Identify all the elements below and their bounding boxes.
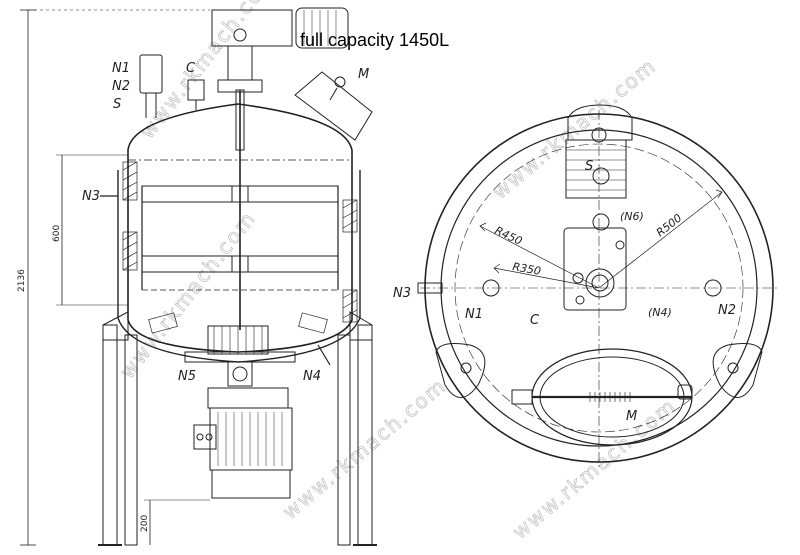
top-label-r350: R350 — [511, 260, 541, 278]
side-label-n2: N2 — [112, 79, 130, 94]
top-label-n4: (N4) — [648, 306, 672, 319]
bottom-motor — [209, 407, 293, 471]
side-label-m: M — [358, 67, 369, 82]
top-mount-flange — [217, 79, 263, 93]
top-view-n3-nozzle — [417, 282, 443, 294]
top-label-r500: R500 — [654, 211, 685, 239]
top-label-r450: R450 — [493, 224, 524, 248]
vessel-shell — [127, 103, 353, 353]
side-label-n5: N5 — [178, 369, 196, 384]
side-label-c: C — [186, 61, 196, 76]
n1-nozzle — [482, 279, 500, 297]
top-label-n2: N2 — [718, 303, 736, 318]
side-label-n1: N1 — [112, 61, 130, 76]
manhole-handwheel — [334, 76, 346, 88]
watermark-text-5: www.rkmach.com — [508, 393, 681, 544]
watermark-text-1: www.rkmach.com — [135, 0, 281, 143]
top-label-c: C — [530, 313, 540, 328]
leg-lug-left — [435, 343, 486, 398]
insulation-hatching — [122, 161, 358, 334]
n4-nozzle — [317, 344, 331, 366]
capacity-caption: full capacity 1450L — [300, 30, 450, 50]
right-leg-bracket — [349, 311, 373, 341]
top-label-n1: N1 — [465, 307, 483, 322]
side-label-n4: N4 — [303, 369, 321, 384]
right-inner-leg — [337, 334, 351, 546]
r500-dimension-line — [598, 191, 723, 289]
leg-lug-right — [712, 343, 763, 398]
n5-valve — [227, 361, 253, 387]
jacket-dimension-label: 600 — [52, 225, 62, 242]
top-motor — [295, 7, 349, 49]
top-label-n3: N3 — [393, 286, 411, 301]
top-view-gearbox — [563, 227, 627, 311]
side-label-n3: N3 — [82, 189, 100, 204]
r350-dimension-line — [493, 267, 600, 289]
top-view-motor — [565, 139, 627, 199]
left-leg-bracket — [102, 311, 129, 341]
left-outer-leg — [102, 324, 118, 546]
side-view: 2136 600 200 — [17, 7, 377, 546]
top-label-s: S — [585, 159, 593, 174]
height-dimension-label: 2136 — [17, 269, 27, 292]
manhole-cover — [294, 71, 373, 141]
top-view: S (N6) R500 R450 R350 N3 N1 C (N4) N2 M — [393, 104, 780, 470]
r450-dimension-line — [479, 225, 600, 289]
bottom-motor-terminal-box — [193, 424, 217, 450]
watermark-text-4: www.rkmach.com — [488, 53, 661, 204]
bottom-gearbox — [207, 387, 289, 409]
top-label-m: M — [626, 409, 637, 424]
n1-n2-sight-glass — [139, 54, 163, 94]
side-label-s: S — [113, 97, 121, 112]
watermark-text-3: www.rkmach.com — [278, 373, 451, 524]
leg-dimension-label: 200 — [140, 515, 150, 532]
top-label-n6: (N6) — [620, 210, 644, 223]
shaft-coupling — [235, 89, 245, 151]
leg-lug-top — [567, 104, 633, 141]
n6-nozzle — [592, 213, 610, 231]
top-view-r450-circle — [454, 143, 744, 433]
n2-nozzle — [704, 279, 722, 297]
